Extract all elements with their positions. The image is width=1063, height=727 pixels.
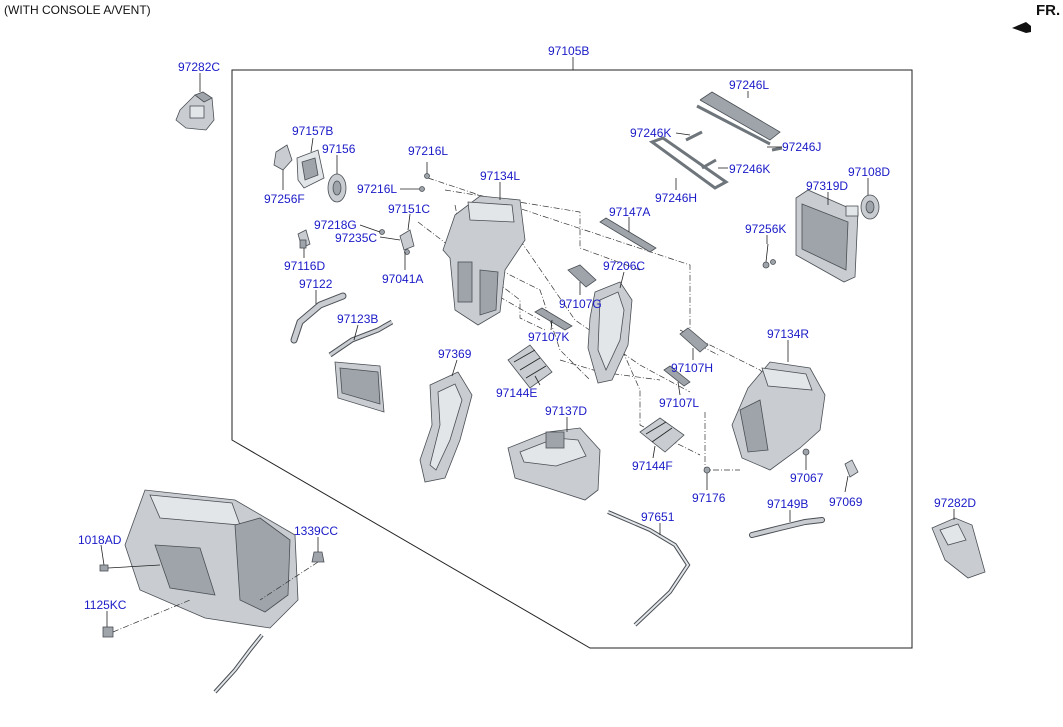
front-arrow-icon <box>1012 22 1031 33</box>
label-97107g[interactable]: 97107G <box>559 297 602 311</box>
heater-core-97123b <box>328 319 394 413</box>
sensor-97256k <box>762 243 776 269</box>
label-97144f[interactable]: 97144F <box>632 459 673 473</box>
label-97149b[interactable]: 97149B <box>767 497 808 511</box>
drain-hose-97651 <box>607 510 691 627</box>
part-labels: 97105B 97282C 97157B 97156 97216L 97216L… <box>78 44 976 612</box>
label-1018ad[interactable]: 1018AD <box>78 533 122 547</box>
label-97369[interactable]: 97369 <box>438 347 472 361</box>
label-97107h[interactable]: 97107H <box>671 361 713 375</box>
leader-lines <box>100 57 955 627</box>
label-97176[interactable]: 97176 <box>692 491 726 505</box>
door-97107h <box>679 327 709 353</box>
label-97123b[interactable]: 97123B <box>337 312 378 326</box>
label-97246l[interactable]: 97246L <box>729 78 769 92</box>
label-97246j[interactable]: 97246J <box>782 140 821 154</box>
label-97105b[interactable]: 97105B <box>548 44 589 58</box>
front-direction-label: FR. <box>1036 2 1061 19</box>
duct-97369 <box>419 371 473 483</box>
center-case-97206c <box>587 281 633 384</box>
label-97041a[interactable]: 97041A <box>382 272 423 286</box>
label-97067[interactable]: 97067 <box>790 471 824 485</box>
filter-strip-97147a <box>599 217 657 253</box>
assembly-note: (WITH CONSOLE A/VENT) <box>4 3 151 17</box>
small-parts-97067 <box>703 448 859 478</box>
label-1339cc[interactable]: 1339CC <box>294 524 338 538</box>
fittings-97151c <box>379 229 415 255</box>
label-97256k[interactable]: 97256K <box>745 222 786 236</box>
door-97107k <box>534 307 573 331</box>
bracket-97282c <box>175 91 215 131</box>
label-97246k-right[interactable]: 97246K <box>729 162 770 176</box>
case-left-97134l <box>442 195 526 326</box>
label-97651[interactable]: 97651 <box>641 510 675 524</box>
seal-strips-97246 <box>648 91 783 190</box>
label-97282c[interactable]: 97282C <box>178 60 220 74</box>
filter-97144e <box>507 344 553 389</box>
label-97256f[interactable]: 97256F <box>264 192 305 206</box>
assembly-frame <box>231 69 913 649</box>
label-97069[interactable]: 97069 <box>829 495 863 509</box>
label-97216l[interactable]: 97216L <box>357 182 397 196</box>
hvac-assembly <box>124 489 299 694</box>
filter-97144f <box>639 417 685 453</box>
bolts <box>99 551 325 638</box>
label-97134r[interactable]: 97134R <box>767 327 809 341</box>
label-1125kc[interactable]: 1125KC <box>84 598 127 612</box>
door-97107g <box>567 264 597 288</box>
bracket-97282d <box>931 517 986 579</box>
label-97137d[interactable]: 97137D <box>545 404 587 418</box>
label-97134l[interactable]: 97134L <box>480 169 520 183</box>
label-97157b[interactable]: 97157B <box>292 124 333 138</box>
label-97122[interactable]: 97122 <box>299 277 333 291</box>
label-97151c[interactable]: 97151C <box>388 202 430 216</box>
actuator-97116d <box>297 229 311 249</box>
evaporator-97319d <box>795 189 859 283</box>
label-97206c[interactable]: 97206C <box>603 259 645 273</box>
pipe-97122 <box>290 292 347 344</box>
label-97116d[interactable]: 97116D <box>284 259 325 273</box>
label-97246h[interactable]: 97246H <box>655 191 697 205</box>
small-parts-97157b <box>273 144 347 203</box>
case-right-97134r <box>731 361 826 471</box>
seal-97108d <box>860 194 880 220</box>
label-97246k-left[interactable]: 97246K <box>630 126 671 140</box>
label-97216l-top[interactable]: 97216L <box>408 144 448 158</box>
label-97147a[interactable]: 97147A <box>609 205 650 219</box>
label-97107l[interactable]: 97107L <box>659 396 699 410</box>
label-97108d[interactable]: 97108D <box>848 165 890 179</box>
label-97107k[interactable]: 97107K <box>528 330 569 344</box>
tube-97149b <box>749 517 825 538</box>
door-97107l <box>663 365 691 387</box>
label-97218g[interactable]: 97218G <box>314 218 357 232</box>
screws-97216l <box>419 162 430 192</box>
label-97156[interactable]: 97156 <box>322 142 356 156</box>
label-97319d[interactable]: 97319D <box>806 179 848 193</box>
label-97144e[interactable]: 97144E <box>496 386 537 400</box>
label-97235c[interactable]: 97235C <box>335 231 377 245</box>
label-97282d[interactable]: 97282D <box>934 496 976 510</box>
lower-case-97137d <box>507 427 601 501</box>
